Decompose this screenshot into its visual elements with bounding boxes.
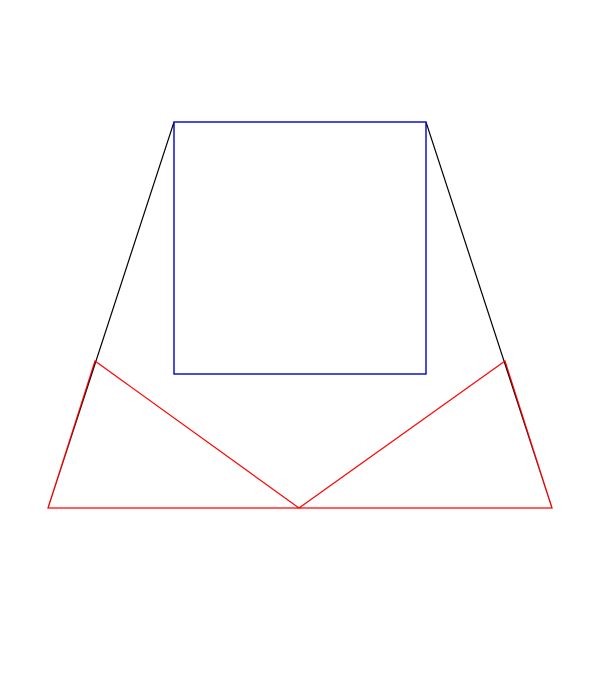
left-triangle [47, 360, 301, 509]
right-triangle [297, 360, 553, 509]
square-shape [173, 121, 427, 375]
trapezoid-outline [47, 121, 553, 509]
inner-square [173, 121, 427, 375]
base-triangles [47, 360, 553, 509]
